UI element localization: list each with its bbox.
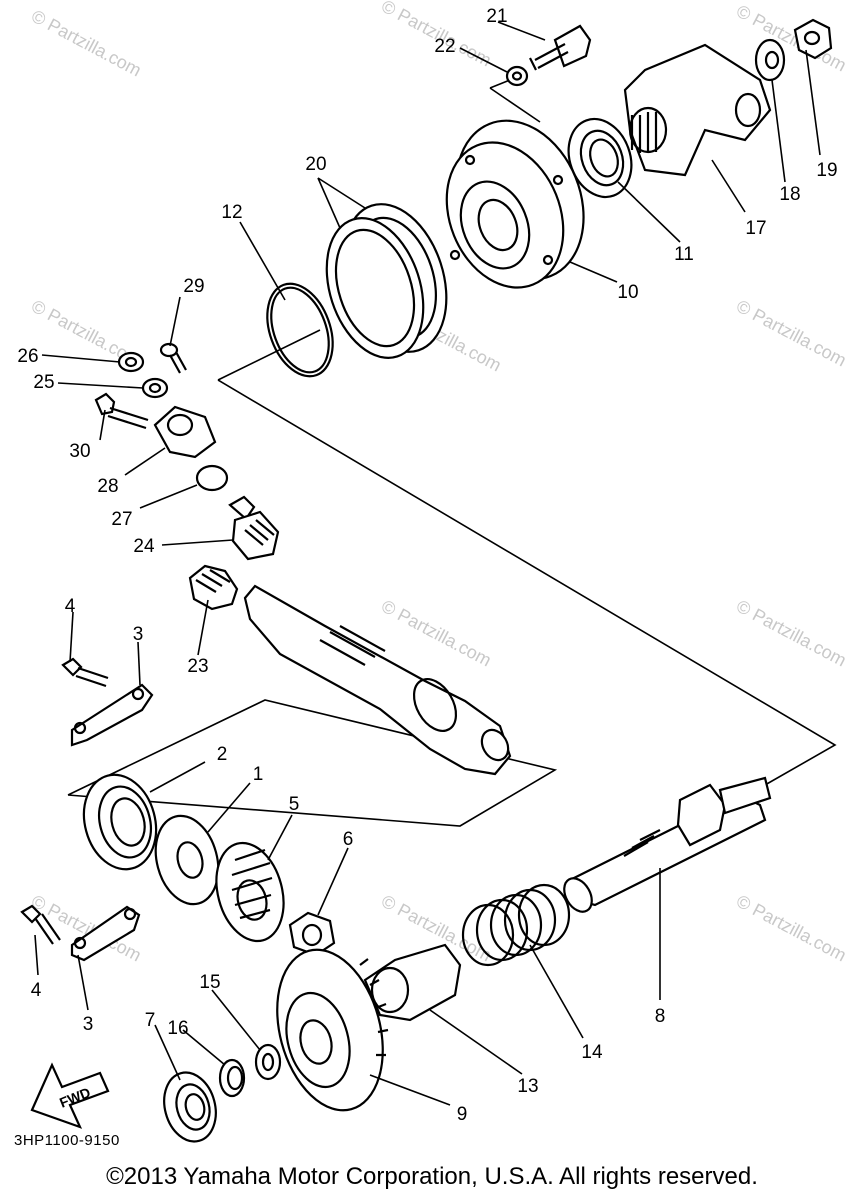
callout-3-lower: 3: [83, 1014, 94, 1035]
part-28-sleeve: [153, 405, 217, 459]
callout-11: 11: [674, 244, 694, 265]
part-18-washer: [754, 38, 786, 82]
part-12-o-ring: [266, 282, 334, 378]
part-20-shims: [325, 203, 448, 359]
part-23-gear: [188, 564, 239, 611]
part-14-spring: [461, 883, 571, 967]
callout-2: 2: [217, 744, 228, 765]
part-6-nut: [288, 911, 336, 957]
part-10-bearing-housing: [445, 119, 585, 289]
callout-9: 9: [457, 1104, 468, 1125]
part-16-circlip: [218, 1058, 246, 1098]
callout-21: 21: [486, 6, 507, 27]
part-7-bearing: [163, 1071, 217, 1143]
callout-28: 28: [97, 476, 118, 497]
callout-23: 23: [187, 656, 208, 677]
watermark: © Partzilla.com: [378, 596, 494, 671]
part-17-yoke: [623, 43, 772, 177]
callout-1: 1: [253, 764, 264, 785]
callout-7: 7: [145, 1010, 156, 1031]
part-25-washer: [141, 377, 169, 399]
part-19-nut: [793, 18, 833, 60]
part-26-washer: [117, 351, 145, 373]
watermark: © Partzilla.com: [733, 296, 849, 371]
callout-24: 24: [133, 536, 155, 557]
part-1-washer: [154, 814, 220, 906]
watermark: © Partzilla.com: [733, 891, 849, 966]
callout-27: 27: [111, 509, 132, 530]
callout-17: 17: [745, 218, 766, 239]
watermark: © Partzilla.com: [28, 6, 144, 81]
assembly-lines: [67, 79, 837, 827]
forward-direction-arrow: FWD: [30, 1062, 110, 1129]
callout-15: 15: [199, 972, 220, 993]
callout-8: 8: [655, 1006, 666, 1027]
copyright-notice: ©2013 Yamaha Motor Corporation, U.S.A. A…: [106, 1163, 758, 1190]
callout-29: 29: [183, 276, 204, 297]
middle-drive-shaft: [243, 584, 512, 776]
part-22-washer: [505, 65, 529, 87]
part-9-ring-gear: [276, 948, 389, 1112]
watermark: © Partzilla.com: [733, 596, 849, 671]
callout-10: 10: [617, 282, 638, 303]
part-4-bolt-lower: [20, 904, 61, 945]
callout-20: 20: [305, 154, 326, 175]
part-24-pinion: [228, 495, 280, 561]
part-3-plate-upper: [70, 683, 154, 747]
part-5-bevel-gear: [215, 841, 285, 943]
diagram-code: 3HP1100-9150: [14, 1132, 120, 1149]
callout-12: 12: [221, 202, 242, 223]
callout-labels: 21 22 19 18 17 20 12 11 10 29 26 25 30 2…: [17, 6, 837, 1125]
watermark: © Partzilla.com: [733, 1, 849, 76]
callout-18: 18: [779, 184, 800, 205]
part-15-washer: [254, 1043, 282, 1081]
part-30-bolt: [94, 392, 149, 430]
callout-4-upper: 4: [65, 596, 76, 617]
part-21-bolt: [529, 24, 592, 71]
part-29-screw: [159, 342, 187, 374]
callout-26: 26: [17, 346, 38, 367]
callout-16: 16: [167, 1018, 188, 1039]
callout-6: 6: [343, 829, 354, 850]
part-4-bolt-upper: [61, 657, 109, 688]
callout-30: 30: [69, 441, 90, 462]
part-2-bearing: [82, 773, 158, 871]
callout-22: 22: [434, 36, 455, 57]
part-8-driven-shaft: [563, 776, 772, 913]
part-27-o-ring: [195, 464, 229, 492]
callout-19: 19: [816, 160, 837, 181]
part-3-plate-lower: [70, 905, 141, 962]
leader-lines: [34, 21, 821, 1106]
callout-3-upper: 3: [133, 624, 144, 645]
callout-25: 25: [33, 372, 54, 393]
callout-4-lower: 4: [31, 980, 42, 1001]
callout-13: 13: [517, 1076, 538, 1097]
callout-5: 5: [289, 794, 300, 815]
callout-14: 14: [581, 1042, 603, 1063]
part-13-dog-clutch: [363, 943, 462, 1022]
